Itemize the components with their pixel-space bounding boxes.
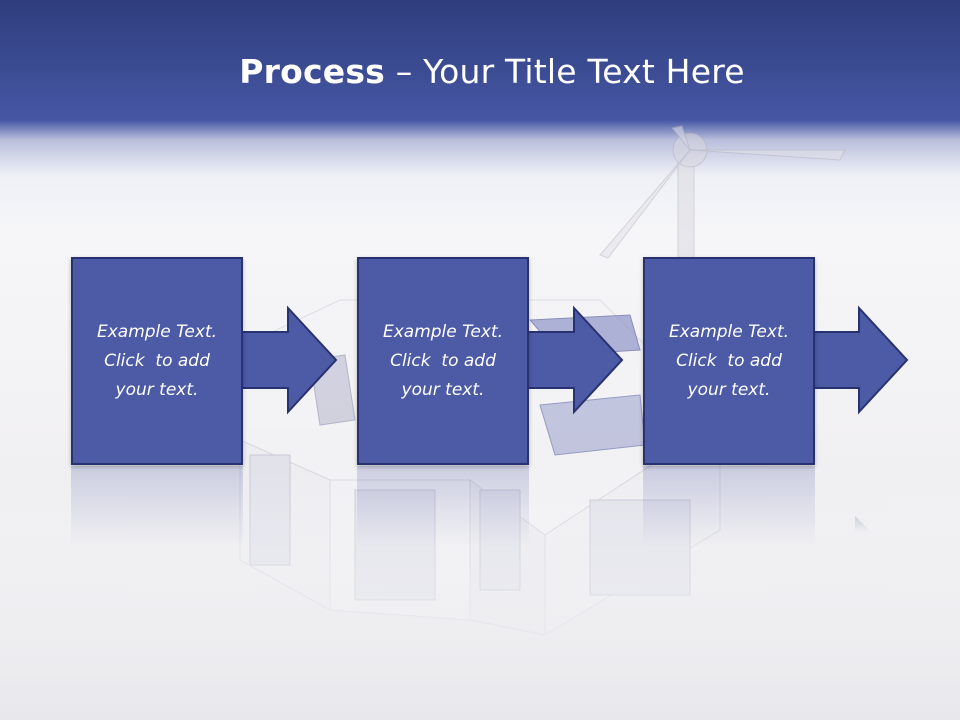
step-text[interactable]: Example Text. Click to add your text. bbox=[82, 318, 232, 405]
step-line: Click to add bbox=[104, 350, 210, 371]
step-line: your text. bbox=[687, 379, 771, 400]
step-box[interactable]: Example Text. Click to add your text. bbox=[71, 257, 243, 465]
page-title: Process – Your Title Text Here bbox=[0, 52, 960, 91]
title-bold: Process bbox=[239, 52, 386, 91]
step-1[interactable]: Example Text. Click to add your text. bbox=[71, 257, 243, 465]
step-line: Example Text. bbox=[382, 321, 504, 342]
step-box[interactable]: Example Text. Click to add your text. bbox=[643, 257, 815, 465]
step-line: Click to add bbox=[390, 350, 496, 371]
arrow-right-icon bbox=[241, 305, 338, 415]
step-line: Click to add bbox=[676, 350, 782, 371]
wind-turbine-illustration bbox=[599, 125, 846, 271]
step-line: Example Text. bbox=[668, 321, 790, 342]
step-text[interactable]: Example Text. Click to add your text. bbox=[368, 318, 518, 405]
title-rest: – Your Title Text Here bbox=[385, 52, 745, 91]
step-line: Example Text. bbox=[96, 321, 218, 342]
step-line: your text. bbox=[115, 379, 199, 400]
step-2[interactable]: Example Text. Click to add your text. bbox=[357, 257, 529, 465]
arrow-right-icon bbox=[812, 305, 909, 415]
step-line: your text. bbox=[401, 379, 485, 400]
step-text[interactable]: Example Text. Click to add your text. bbox=[654, 318, 804, 405]
step-box[interactable]: Example Text. Click to add your text. bbox=[357, 257, 529, 465]
step-3[interactable]: Example Text. Click to add your text. bbox=[643, 257, 815, 465]
arrow-right-icon bbox=[527, 305, 624, 415]
reflection bbox=[71, 466, 871, 546]
